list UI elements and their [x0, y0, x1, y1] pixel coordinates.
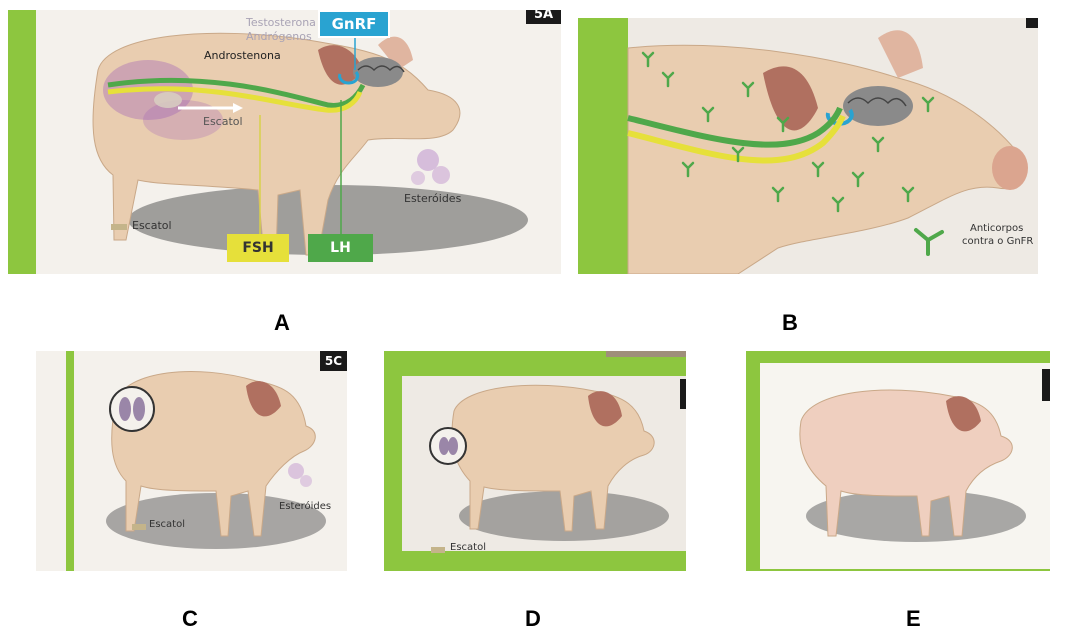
panel-c: 5C Esteróides Escatol	[36, 351, 347, 571]
legend-escatol-d: Escatol	[450, 542, 486, 553]
label-esteroides: Esteróides	[404, 192, 461, 205]
label-androgenos: Andrógenos	[246, 30, 312, 43]
panel-d-illustration	[384, 351, 686, 571]
legend-escatol: Escatol	[132, 219, 172, 232]
label-escatol-arrow: Escatol	[203, 115, 243, 128]
panel-label-d: D	[525, 606, 541, 632]
label-anticorpos-2: contra o GnFR	[962, 236, 1033, 247]
label-anticorpos-1: Anticorpos	[970, 223, 1023, 234]
lh-box: LH	[308, 234, 373, 262]
corner-tag-c: 5C	[320, 351, 347, 371]
panel-label-e: E	[906, 606, 921, 632]
panel-a: GnRF 5A Testosterona Andrógenos Androste…	[8, 10, 561, 274]
legend-escatol-c: Escatol	[149, 519, 185, 530]
panel-label-b: B	[782, 310, 798, 336]
corner-tag-a: 5A	[526, 10, 561, 24]
panel-label-a: A	[274, 310, 290, 336]
gnrf-box: GnRF	[318, 10, 390, 38]
panel-label-c: C	[182, 606, 198, 632]
panel-e	[746, 351, 1050, 571]
fsh-label: FSH	[242, 240, 273, 256]
panel-c-illustration	[36, 351, 347, 571]
label-androstenona: Androstenona	[204, 49, 281, 62]
gnrf-label: GnRF	[332, 15, 377, 33]
label-esteroides-c: Esteróides	[279, 501, 331, 512]
lh-label: LH	[330, 240, 351, 256]
panel-b: Anticorpos contra o GnFR	[578, 18, 1038, 274]
panel-d: Escatol	[384, 351, 686, 571]
label-testosterona: Testosterona	[246, 16, 316, 29]
panel-e-illustration	[746, 351, 1050, 571]
fsh-box: FSH	[227, 234, 289, 262]
